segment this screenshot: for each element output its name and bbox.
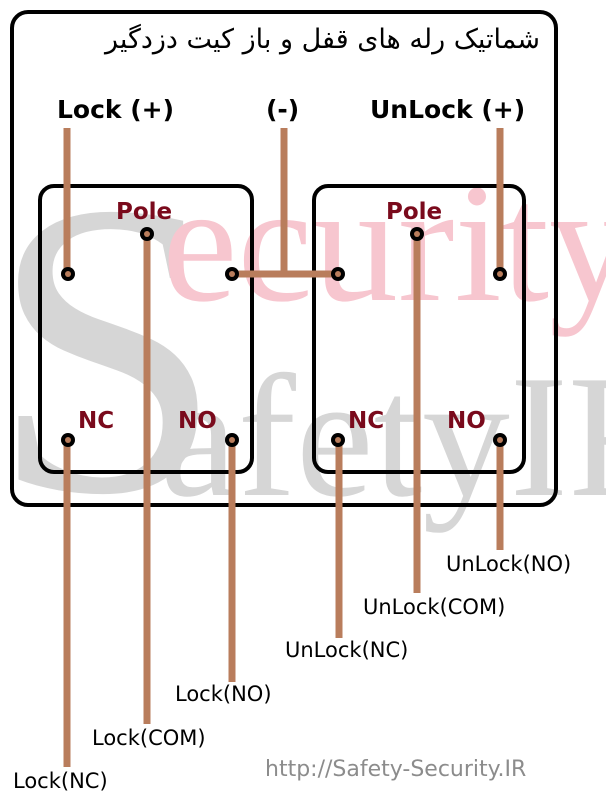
terminal-lock-coil-plus bbox=[61, 267, 75, 281]
wire-label-lock-no: Lock(NO) bbox=[175, 682, 272, 706]
wire-label-lock-nc: Lock(NC) bbox=[13, 769, 108, 793]
unlock-nc-label: NC bbox=[348, 408, 384, 434]
unlock-no-label: NO bbox=[447, 408, 486, 434]
terminal-lock-nc bbox=[61, 433, 75, 447]
header-lock-plus: Lock (+) bbox=[57, 95, 174, 124]
terminal-unlock-no bbox=[493, 433, 507, 447]
wire-label-unlock-com: UnLock(COM) bbox=[363, 595, 505, 619]
header-minus: (-) bbox=[266, 95, 299, 124]
lock-nc-label: NC bbox=[78, 408, 114, 434]
wire-label-lock-com: Lock(COM) bbox=[92, 726, 206, 750]
outer-frame bbox=[10, 10, 558, 507]
terminal-lock-pole bbox=[140, 227, 154, 241]
terminal-unlock-nc bbox=[331, 433, 345, 447]
wire-label-unlock-nc: UnLock(NC) bbox=[285, 638, 408, 662]
terminal-unlock-pole bbox=[410, 227, 424, 241]
header-unlock-plus: UnLock (+) bbox=[370, 95, 525, 124]
watermark: S ecurity afetyIR bbox=[0, 116, 606, 581]
diagram-title: شماتیک رله های قفل و باز کیت دزدگیر bbox=[103, 23, 540, 55]
wire-label-unlock-no: UnLock(NO) bbox=[446, 552, 571, 576]
lock-no-label: NO bbox=[178, 408, 217, 434]
terminal-lock-no bbox=[225, 433, 239, 447]
terminal-lock-coil-minus bbox=[225, 267, 239, 281]
terminal-unlock-coil-plus bbox=[493, 267, 507, 281]
footer-url: http://Safety-Security.IR bbox=[265, 757, 526, 782]
watermark-security: ecurity bbox=[162, 149, 606, 337]
unlock-pole-label: Pole bbox=[386, 199, 442, 225]
terminals bbox=[61, 227, 507, 447]
terminal-unlock-coil-minus bbox=[331, 267, 345, 281]
lock-pole-label: Pole bbox=[116, 199, 172, 225]
wires bbox=[63, 128, 504, 767]
